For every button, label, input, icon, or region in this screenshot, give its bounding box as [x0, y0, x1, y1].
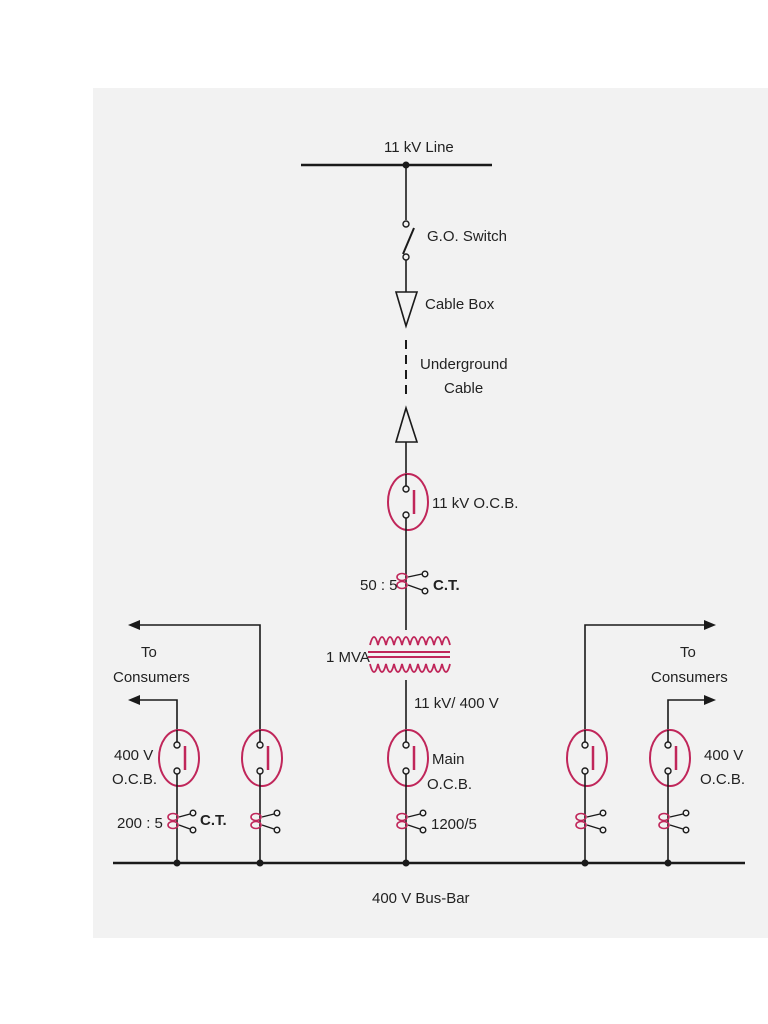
arrow-icon [704, 620, 716, 630]
feeder-left-inner-wire [136, 624, 261, 730]
11kv-line-label: 11 kV Line [384, 139, 454, 156]
400v-ocb-left-inner-circuit-breaker-icon [241, 729, 283, 787]
arrow-icon [704, 695, 716, 705]
go-switch-icon [402, 220, 415, 261]
ct-left-outer-current-transformer-icon [167, 809, 197, 834]
feeder-right-outer-wire [667, 699, 708, 730]
underground-cable-label-1: Underground [420, 356, 508, 373]
ct-right-inner-current-transformer-icon [575, 809, 607, 834]
go-switch-label: G.O. Switch [427, 228, 507, 245]
ct-left-inner-current-transformer-icon [250, 809, 281, 834]
busbar-junction [402, 859, 410, 867]
cable-box-icon [394, 291, 419, 329]
400v-ocb-left-outer-circuit-breaker-icon [158, 729, 200, 787]
arrow-icon [128, 695, 140, 705]
ct-left-ratio: 200 : 5 [117, 815, 163, 832]
400v-ocb-right-outer-circuit-breaker-icon [649, 729, 691, 787]
underground-cable-label-2: Cable [444, 380, 483, 397]
ocb-right-label-2: O.C.B. [700, 771, 745, 788]
ct-50-5-current-transformer-icon [396, 570, 429, 595]
main-ocb-circuit-breaker-icon [387, 729, 429, 787]
to-consumers-left-1: To [141, 644, 157, 661]
diagram-panel: 11 kV Line G.O. Switch Cable Box Undergr… [93, 88, 768, 938]
to-consumers-right-2: Consumers [651, 669, 728, 686]
substation-single-line-diagram: 11 kV Line G.O. Switch Cable Box Undergr… [112, 139, 745, 907]
ct-main-ratio: 1200/5 [431, 816, 477, 833]
transformer-voltage: 11 kV/ 400 V [414, 695, 499, 712]
arrow-icon [128, 620, 140, 630]
ct-left-label: C.T. [200, 812, 227, 829]
to-consumers-left-2: Consumers [113, 669, 190, 686]
transformer-rating: 1 MVA [326, 649, 370, 666]
400v-ocb-right-inner-circuit-breaker-icon [566, 729, 608, 787]
cable-box-label: Cable Box [425, 296, 495, 313]
feeder-left-outer-wire [135, 699, 178, 730]
11kv-ocb-circuit-breaker-icon [387, 473, 429, 531]
cable-box-icon [394, 405, 419, 443]
ct-right-outer-current-transformer-icon [658, 809, 690, 834]
11kv-ocb-label: 11 kV O.C.B. [432, 495, 518, 512]
main-ocb-label-2: O.C.B. [427, 776, 472, 793]
ocb-left-label-1: 400 V [114, 747, 153, 764]
main-ocb-label-1: Main [432, 751, 465, 768]
ct-top-ratio: 50 : 5 [360, 577, 398, 594]
transformer-icon [368, 636, 451, 673]
feeder-right-inner-wire [584, 624, 708, 730]
busbar-label: 400 V Bus-Bar [372, 890, 470, 907]
ocb-right-label-1: 400 V [704, 747, 743, 764]
to-consumers-right-1: To [680, 644, 696, 661]
ct-top-label: C.T. [433, 577, 460, 594]
ocb-left-label-2: O.C.B. [112, 771, 157, 788]
ct-main-current-transformer-icon [396, 809, 427, 834]
